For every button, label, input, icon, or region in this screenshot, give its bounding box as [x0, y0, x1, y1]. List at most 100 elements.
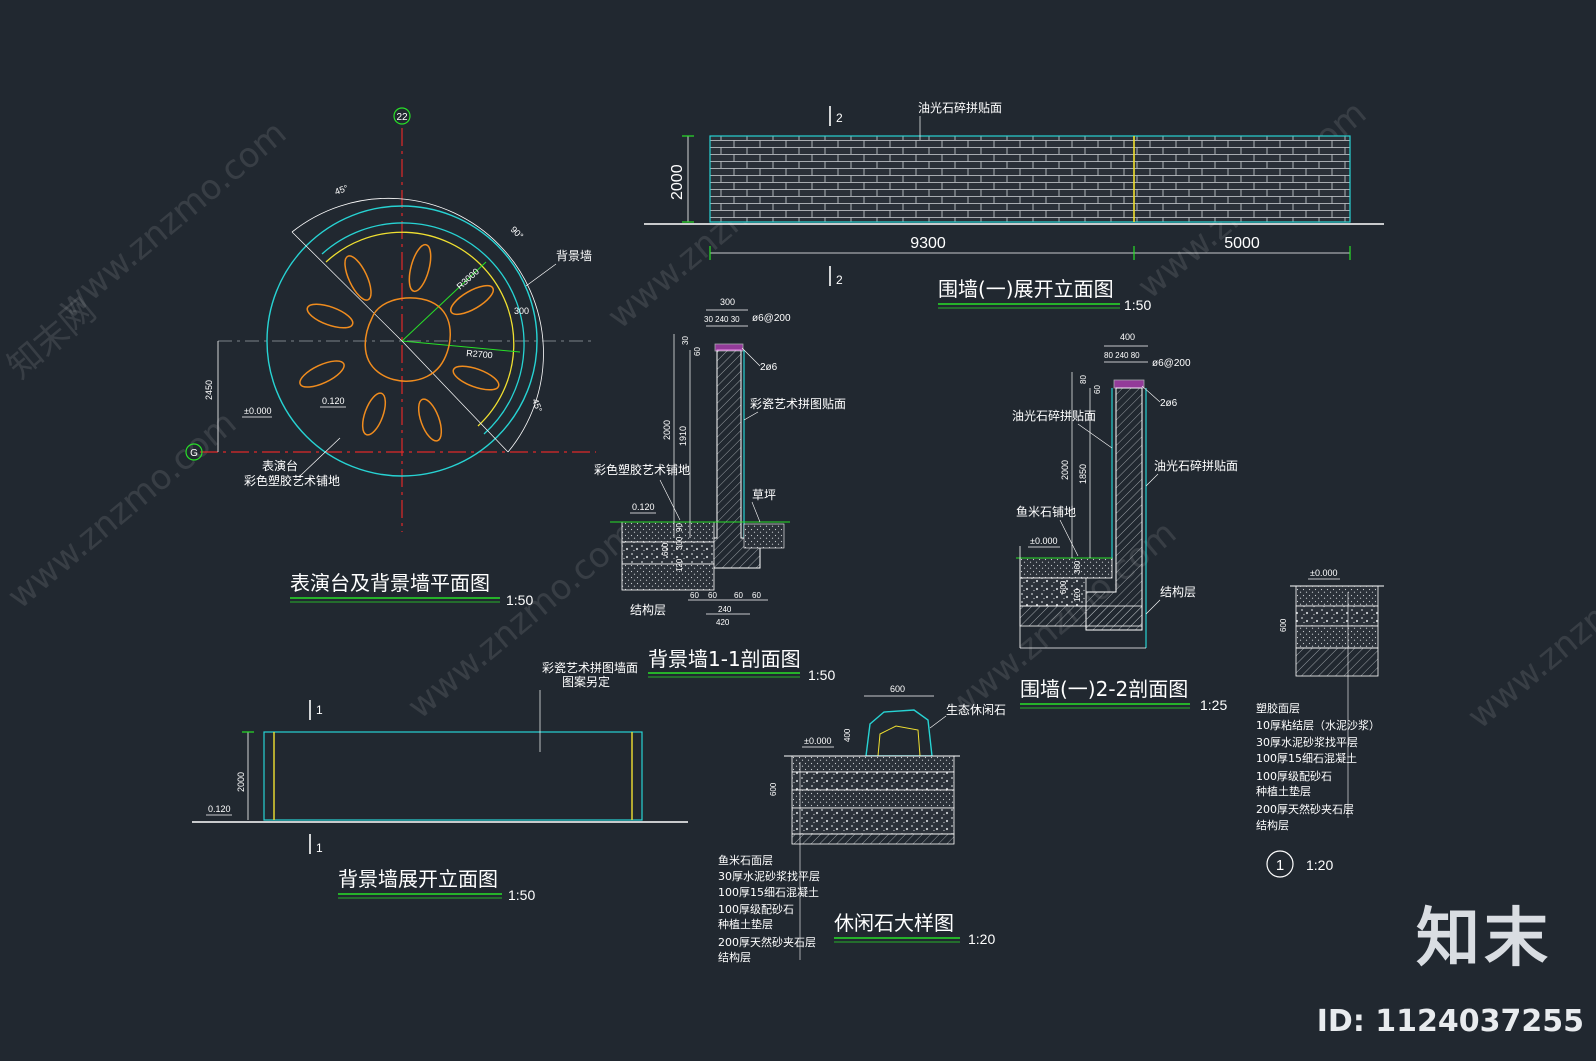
dim-label: 60: [708, 591, 717, 600]
callout-leader: [1059, 519, 1079, 557]
paving-detail-1: ±0.000 600 塑胶面层 10厚粘结层（水泥沙浆） 30厚水泥砂浆找平层 …: [1256, 568, 1384, 878]
drawing-scale: 1:50: [506, 592, 533, 608]
level-label: ±0.000: [244, 406, 271, 416]
dim-label: 400: [843, 728, 852, 742]
brand-logo: 知末: [1416, 902, 1552, 976]
rest-stone-inner: [877, 725, 921, 757]
drawing-scale: 1:50: [1124, 297, 1151, 313]
wall-section-2-2: 400 80 240 80 ø6@200 2ø6 80 60 2000 1850…: [1012, 332, 1238, 713]
detail-number-bubble: [1266, 850, 1294, 878]
paving-detail-layers: [1295, 585, 1379, 607]
resource-id-label: ID: 1124037255: [1316, 1004, 1584, 1039]
layer-note: 结构层: [1256, 818, 1289, 832]
rest-stone-outline: [865, 709, 933, 757]
layer-note: 100厚15细石混凝土: [718, 885, 819, 899]
angle-label: 90°: [509, 224, 526, 241]
dim-label: 80: [1079, 375, 1088, 384]
watermark-text: www.znzmo.com: [0, 403, 244, 617]
watermark-text: www.znzmo.com: [1460, 523, 1596, 737]
angle-label: 45°: [333, 183, 350, 197]
section-mark-label: 2: [836, 273, 843, 287]
layer-note: 100厚级配砂石: [718, 903, 794, 916]
dim-label: 240: [718, 605, 732, 614]
dim-label: 120: [675, 558, 684, 572]
axis-label-22: 22: [396, 112, 408, 123]
radius-line-r3000: [401, 261, 487, 342]
callout-leader: [659, 479, 681, 521]
layer-note: 塑胶面层: [1256, 701, 1300, 715]
dim-label: 600: [1059, 580, 1068, 594]
material-label: 草坪: [752, 488, 776, 502]
sun-petals: [299, 243, 500, 442]
dim-label: 60: [1093, 385, 1102, 394]
axis-label-g: G: [190, 448, 198, 459]
stone-bed-layers: [791, 789, 955, 809]
structure-layer: [791, 833, 955, 845]
bgwall-section-1-1: 300 30 240 30 ø6@200 2ø6 30 60 2000 1910…: [594, 297, 846, 683]
material-label: 结构层: [630, 602, 666, 617]
angle-ray: [291, 231, 403, 342]
dim-label: 300: [675, 536, 684, 550]
callout-leader: [1141, 385, 1161, 403]
layer-note: 10厚粘结层（水泥沙浆）: [1256, 718, 1380, 732]
layer-note: 鱼米石面层: [718, 853, 773, 867]
material-label: 结构层: [1160, 584, 1196, 599]
structure-layer: [1295, 647, 1379, 677]
axis-bubble-22: [393, 107, 411, 125]
callout-label: 生态休闲石: [946, 703, 1006, 717]
layer-note: 100厚15细石混凝土: [1256, 751, 1357, 765]
dim-label: 2000: [669, 164, 686, 200]
dim-label: 2000: [236, 772, 246, 792]
material-label: 彩瓷艺术拼图贴面: [750, 397, 846, 411]
callout-leader: [741, 347, 761, 367]
dim-label: 2000: [1060, 460, 1070, 480]
dim-label: 90: [675, 523, 684, 532]
layer-note: 30厚水泥砂浆找平层: [718, 869, 820, 883]
material-label: 彩色塑胶艺术铺地: [594, 462, 690, 477]
detail-number: 1: [1276, 857, 1284, 874]
callout-label: 彩色塑胶艺术铺地: [244, 473, 340, 488]
dim-label: 600: [661, 542, 670, 556]
dim-label: 80 240 80: [1104, 351, 1140, 360]
drawing-title: 表演台及背景墙平面图: [290, 571, 490, 595]
dim-label: 420: [716, 618, 730, 627]
dim-label: 60: [690, 591, 699, 600]
stone-wall-face: [709, 135, 1351, 223]
level-label: ±0.000: [1030, 536, 1057, 546]
dim-label: 1910: [678, 426, 688, 446]
level-label: ±0.000: [1310, 568, 1337, 578]
rebar-label: ø6@200: [752, 313, 791, 324]
rebar-label: 2ø6: [1160, 398, 1178, 409]
layer-note: 种植土垫层: [718, 917, 773, 931]
radius-line-r2700: [401, 340, 521, 353]
material-label: 油光石碎拼贴面: [1012, 408, 1096, 423]
dimension-arc: [291, 197, 544, 453]
section-mark-label: 1: [316, 703, 323, 717]
dim-label: 9300: [910, 235, 946, 252]
axis-bubble-g: [185, 443, 203, 461]
dim-label: 300: [514, 306, 529, 316]
level-label: ±0.000: [804, 736, 831, 746]
callout-label: 表演台: [262, 458, 298, 473]
callout-leader: [1145, 473, 1159, 487]
callout-leader: [751, 501, 761, 523]
watermark-text: www.znzmo.com: [50, 113, 294, 327]
drawing-title: 围墙(一)展开立面图: [938, 277, 1114, 301]
level-label: 0.120: [632, 502, 655, 512]
drawing-scale: 1:50: [508, 887, 535, 903]
bgwall-face: [263, 731, 643, 821]
lawn-soil: [743, 523, 785, 549]
rebar-label: 2ø6: [760, 362, 778, 373]
paving-layers: [1019, 557, 1113, 579]
dim-label: 120: [1073, 588, 1082, 602]
layer-note: 200厚天然砂夹石层: [718, 935, 816, 949]
rest-stone-detail: 600 400 生态休闲石 ±0.000 600 鱼米石面层 30厚水泥砂浆找平…: [718, 684, 1006, 964]
callout-leader: [299, 437, 341, 477]
layer-note: 30厚水泥砂浆找平层: [1256, 735, 1358, 749]
material-label: 油光石碎拼贴面: [918, 100, 1002, 115]
layer-note-list: 鱼米石面层 30厚水泥砂浆找平层 100厚15细石混凝土 100厚级配砂石 种植…: [718, 853, 820, 964]
layer-note-list: 塑胶面层 10厚粘结层（水泥沙浆） 30厚水泥砂浆找平层 100厚15细石混凝土…: [1256, 701, 1380, 832]
bgwall-arc-inner: [325, 231, 515, 427]
material-label: 彩瓷艺术拼图墙面: [542, 661, 638, 675]
stone-bed-layers: [791, 807, 955, 835]
